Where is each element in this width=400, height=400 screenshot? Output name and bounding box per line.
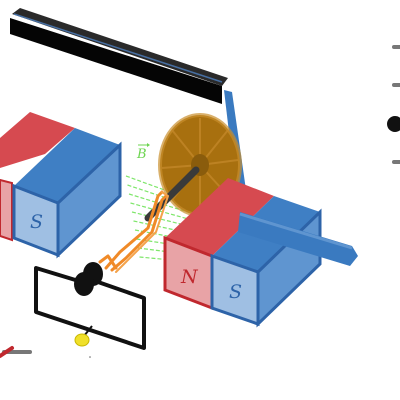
left-magnet: S (0, 112, 122, 259)
right-magnet-south-label: S (229, 281, 242, 303)
shaft-highlight (239, 212, 353, 250)
vector-arrowhead-icon (147, 143, 150, 147)
rotating-coil (98, 190, 169, 273)
slip-rings (74, 262, 103, 296)
left-magnet-north-top (0, 112, 75, 168)
output-shaft (238, 212, 358, 266)
light-bulb-icon (74, 325, 93, 358)
left-magnet-south-top (14, 128, 120, 203)
left-magnet-side (56, 141, 122, 259)
side-controls[interactable] (387, 45, 400, 164)
bottom-left-control[interactable] (0, 346, 32, 358)
handle-top-edge (12, 8, 228, 86)
magnetic-field-label: B (136, 147, 147, 162)
axle (144, 166, 200, 222)
handle-highlight (13, 13, 223, 83)
crank-handle[interactable] (10, 8, 228, 104)
control-needle[interactable] (0, 346, 14, 358)
left-magnet-south-label: S (30, 211, 43, 233)
shaft-body (238, 212, 358, 266)
right-magnet-north-label: N (180, 266, 199, 288)
slip-ring-lower (74, 272, 94, 296)
handle-bar (10, 18, 222, 104)
right-magnet-north-top (165, 178, 274, 256)
slider-knob-icon[interactable] (387, 116, 400, 132)
left-magnet-north-face (0, 178, 13, 242)
